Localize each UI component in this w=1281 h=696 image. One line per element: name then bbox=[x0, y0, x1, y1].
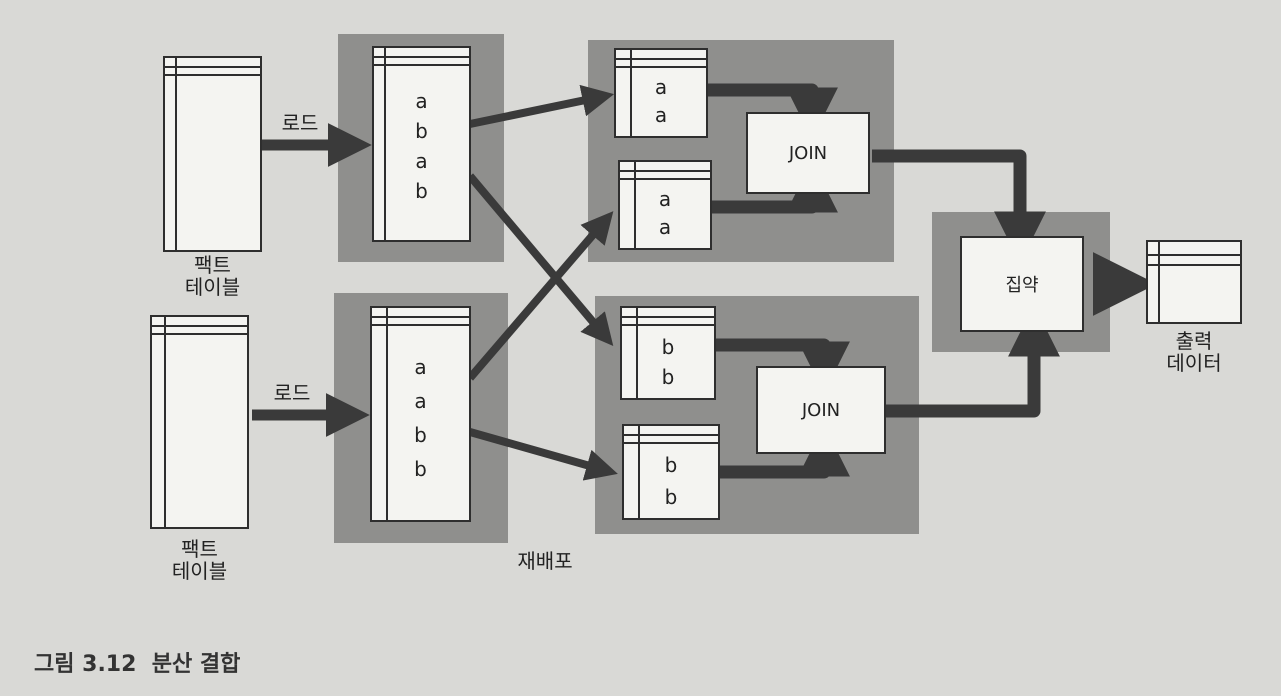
fact-table-top-label: 팩트 테이블 bbox=[184, 253, 241, 299]
shuffle-partition-a1: a a bbox=[614, 48, 708, 138]
output-table-label: 출력 데이터 bbox=[1166, 329, 1222, 375]
join-to-aggregate-arrow-top bbox=[872, 149, 1046, 264]
fact-table-top bbox=[163, 56, 262, 252]
redistribute-arrow-top-b bbox=[466, 173, 614, 347]
partition-row: b bbox=[664, 453, 678, 477]
partition-row: a bbox=[658, 187, 672, 211]
partition-row: a bbox=[654, 75, 668, 99]
load-label-top: 로드 bbox=[281, 111, 319, 135]
join-input-arrow-bottom-2 bbox=[716, 424, 850, 479]
join-box-top: JOIN bbox=[746, 112, 870, 194]
partition-row: b bbox=[664, 485, 678, 509]
output-table bbox=[1146, 240, 1242, 324]
partition-row: b bbox=[661, 365, 675, 389]
partition-row: b bbox=[415, 179, 428, 203]
fact-table-bottom-label: 팩트 테이블 bbox=[171, 537, 228, 583]
redistribute-arrow-top-a bbox=[469, 84, 615, 128]
fact-table-bottom bbox=[150, 315, 249, 529]
figure-title: 분산 결합 bbox=[151, 652, 241, 677]
join-label-bottom: JOIN bbox=[801, 399, 841, 421]
partition-row: a bbox=[654, 103, 668, 127]
join-to-aggregate-arrow-bottom bbox=[886, 304, 1060, 418]
join-box-bottom: JOIN bbox=[756, 366, 886, 454]
partition-row: a bbox=[415, 89, 428, 113]
redistribute-label: 재배포 bbox=[517, 549, 573, 573]
partition-row: a bbox=[414, 389, 427, 413]
redistribute-arrow-bottom-a bbox=[466, 211, 614, 381]
figure-number: 그림 3.12 bbox=[34, 652, 137, 677]
partition-row: a bbox=[658, 215, 672, 239]
join-input-arrow-bottom-1 bbox=[716, 338, 850, 394]
partition-row: b bbox=[414, 457, 427, 481]
shuffle-partition-a2: a a bbox=[618, 160, 712, 250]
shuffle-partition-b1: b b bbox=[620, 306, 716, 400]
partition-row: b bbox=[661, 335, 675, 359]
loaded-partition-top: a b a b bbox=[372, 46, 471, 242]
load-label-bottom: 로드 bbox=[273, 381, 311, 405]
figure-caption: 그림 3.12 분산 결합 bbox=[34, 646, 240, 678]
aggregate-box: 집약 bbox=[960, 236, 1084, 332]
aggregate-label: 집약 bbox=[1005, 275, 1039, 296]
redistribute-arrow-bottom-b bbox=[468, 428, 618, 481]
loaded-partition-bottom: a a b b bbox=[370, 306, 471, 522]
partition-row: a bbox=[415, 149, 428, 173]
join-label-top: JOIN bbox=[788, 142, 828, 164]
shuffle-partition-b2: b b bbox=[622, 424, 720, 520]
partition-row: a bbox=[414, 355, 427, 379]
partition-row: b bbox=[415, 119, 428, 143]
join-input-arrow-top-1 bbox=[708, 83, 838, 140]
partition-row: b bbox=[414, 423, 427, 447]
